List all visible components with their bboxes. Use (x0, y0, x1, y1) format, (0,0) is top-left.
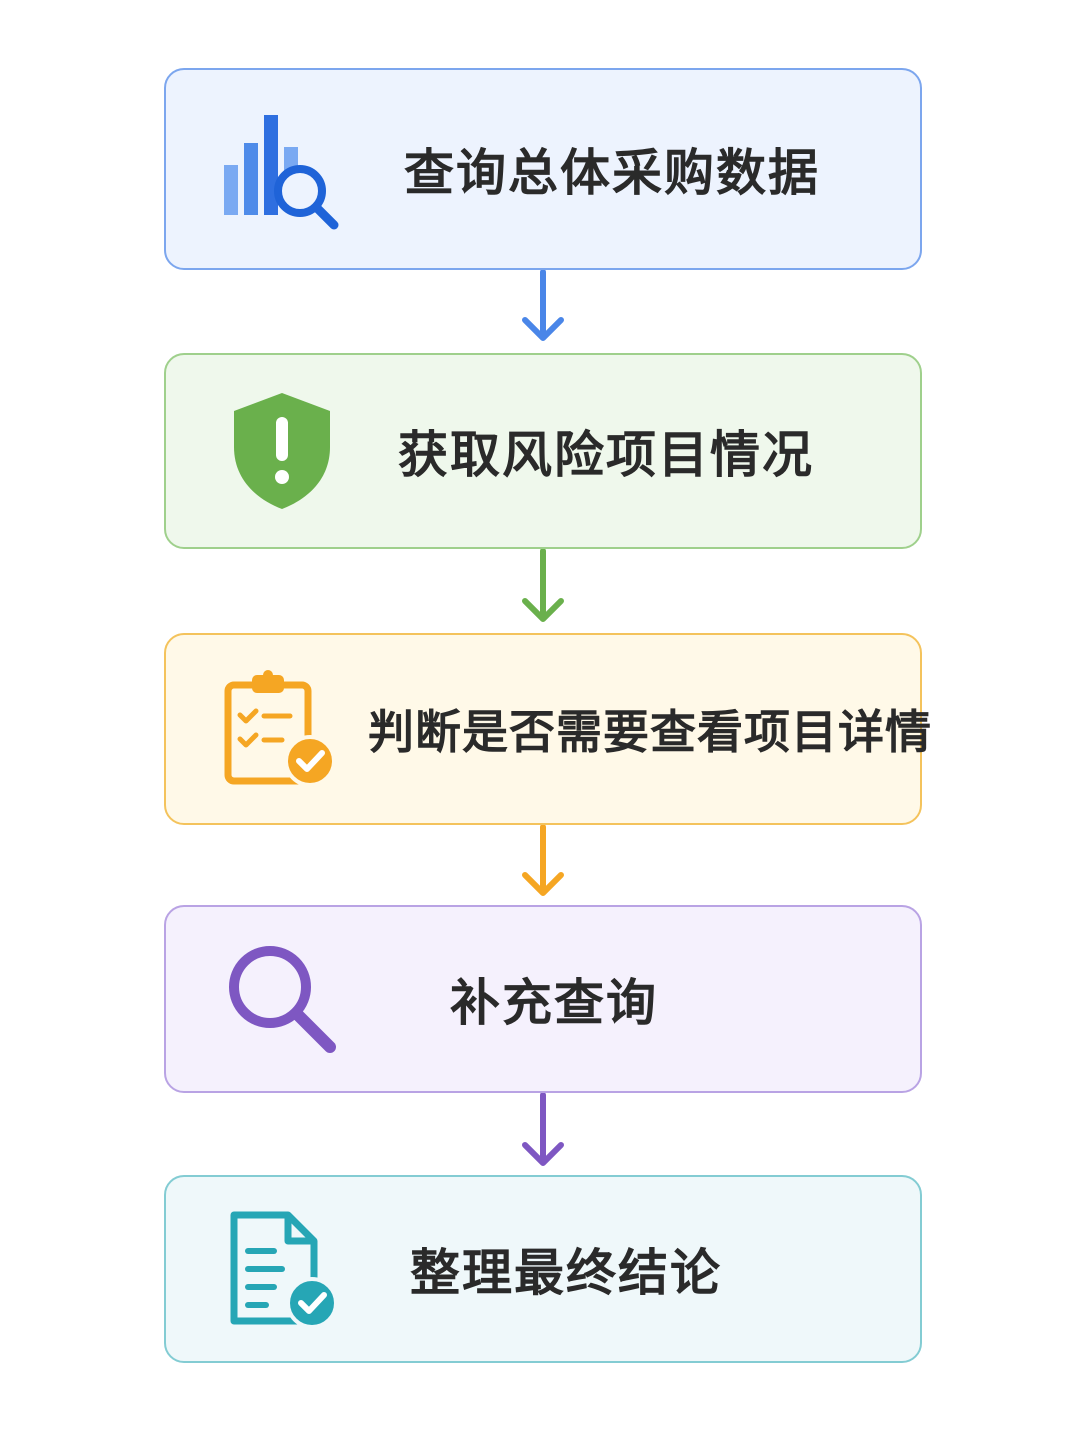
step-box-get-risk-projects: 获取风险项目情况 (164, 353, 922, 549)
shield-alert-icon (218, 387, 346, 515)
bar-chart-search-icon (218, 105, 346, 233)
arrow-down-icon (513, 549, 573, 625)
step-box-final-conclusion: 整理最终结论 (164, 1175, 922, 1363)
step-label: 判断是否需要查看项目详情 (368, 705, 932, 759)
clipboard-check-icon (218, 665, 346, 793)
document-check-icon (218, 1205, 346, 1333)
step-label: 查询总体采购数据 (404, 144, 820, 202)
arrow-down-icon (513, 825, 573, 899)
step-box-supplementary-query: 补充查询 (164, 905, 922, 1093)
step-label: 整理最终结论 (410, 1244, 722, 1302)
step-box-query-overall-procurement: 查询总体采购数据 (164, 68, 922, 270)
step-label: 获取风险项目情况 (398, 426, 814, 484)
search-icon (218, 935, 346, 1063)
step-box-decide-view-details: 判断是否需要查看项目详情 (164, 633, 931, 825)
arrow-down-icon (513, 270, 573, 344)
step-label: 补充查询 (450, 974, 658, 1032)
arrow-down-icon (513, 1093, 573, 1169)
